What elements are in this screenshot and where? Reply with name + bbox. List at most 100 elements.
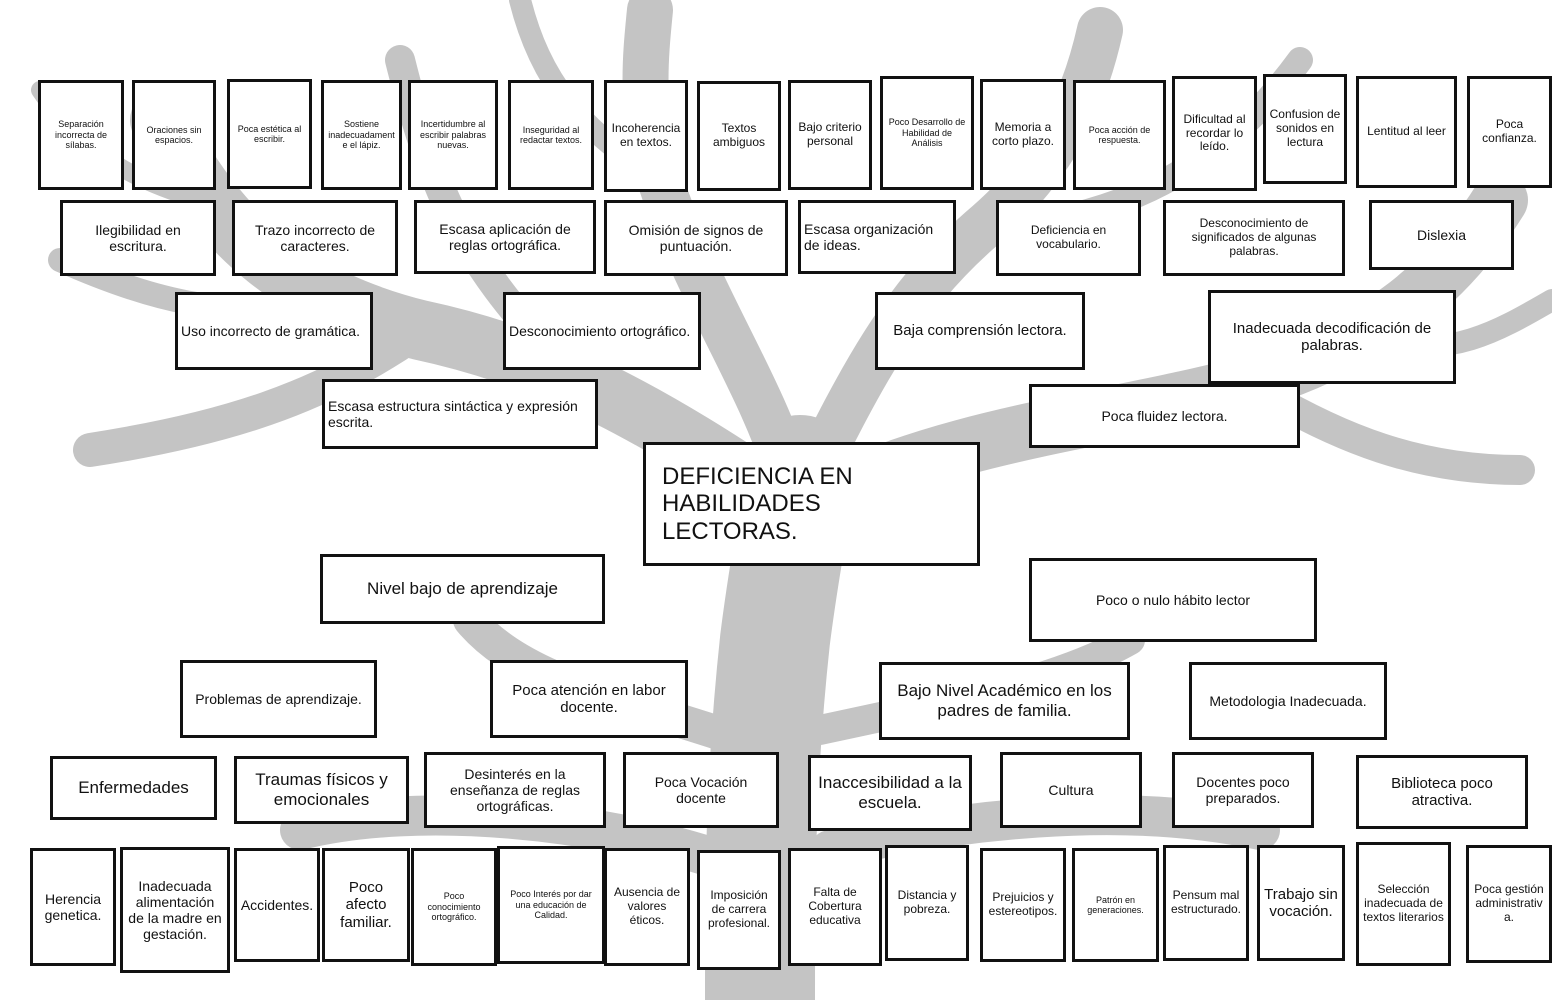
root-cause-label: Trabajo sin vocación. — [1264, 885, 1338, 920]
effect-box: Incertidumbre al escribir palabras nueva… — [408, 80, 498, 190]
cause-box: Inaccesibilidad a la escuela. — [808, 755, 972, 831]
effect-label: Bajo criterio personal — [798, 120, 862, 148]
cause-label: Poco o nulo hábito lector — [1095, 591, 1251, 608]
effect-label: Poca estética al escribir. — [237, 123, 302, 144]
cause-label: Poca atención en labor docente. — [512, 681, 666, 716]
effect-box: Baja comprensión lectora. — [875, 292, 1085, 370]
effect-label: Inseguridad al redactar textos. — [519, 124, 583, 145]
cause-label: Metodologia Inadecuada. — [1209, 692, 1367, 709]
effect-box: Escasa estructura sintáctica y expresión… — [322, 379, 598, 449]
root-cause-box: Patrón en generaciones. — [1072, 848, 1159, 962]
effect-label: Poca fluidez lectora. — [1101, 407, 1228, 424]
effect-label: Escasa organización de ideas. — [804, 220, 934, 253]
effect-label: Poca confianza. — [1482, 117, 1537, 145]
effect-label: Omisión de signos de puntuación. — [628, 221, 764, 254]
cause-label: Desinterés en la enseñanza de reglas ort… — [450, 765, 580, 815]
root-cause-label: Poco Interés por dar una educación de Ca… — [510, 889, 592, 921]
root-cause-box: Herencia genetica. — [30, 848, 116, 966]
root-cause-box: Accidentes. — [234, 848, 320, 962]
root-cause-label: Pensum mal estructurado. — [1170, 888, 1242, 916]
effect-box: Dislexia — [1369, 200, 1514, 270]
root-cause-label: Poco afecto familiar. — [340, 879, 392, 931]
effect-box: Deficiencia en vocabulario. — [996, 200, 1141, 276]
effect-box: Textos ambiguos — [697, 81, 781, 191]
cause-label: Inaccesibilidad a la escuela. — [818, 773, 962, 812]
root-cause-label: Accidentes. — [240, 896, 314, 913]
effect-label: Poca acción de respuesta. — [1088, 124, 1151, 145]
effect-box: Poca confianza. — [1467, 76, 1552, 188]
root-cause-label: Imposición de carrera profesional. — [707, 888, 771, 930]
effect-box: Poca fluidez lectora. — [1029, 384, 1300, 448]
effect-label: Escasa estructura sintáctica y expresión… — [328, 397, 578, 430]
effect-label: Escasa aplicación de reglas ortográfica. — [439, 220, 571, 253]
central-problem-label: DEFICIENCIA EN HABILIDADES LECTORAS. — [662, 462, 853, 545]
cause-box: Poco o nulo hábito lector — [1029, 558, 1317, 642]
effect-box: Ilegibilidad en escritura. — [60, 200, 216, 276]
effect-label: Desconocimiento ortográfico. — [509, 322, 691, 339]
effect-label: Dislexia — [1416, 226, 1466, 243]
cause-box: Bajo Nivel Académico en los padres de fa… — [879, 662, 1130, 740]
cause-box: Poca atención en labor docente. — [490, 660, 688, 738]
root-cause-box: Poca gestión administrativa. — [1466, 845, 1552, 963]
effect-label: Deficiencia en vocabulario. — [1030, 223, 1107, 251]
root-cause-box: Prejuicios y estereotipos. — [980, 848, 1066, 962]
effect-box: Escasa organización de ideas. — [798, 200, 956, 274]
effect-label: Incoherencia en textos. — [611, 121, 681, 149]
cause-box: Enfermedades — [50, 756, 217, 820]
cause-box: Poca Vocación docente — [623, 752, 779, 828]
cause-label: Biblioteca poco atractiva. — [1391, 774, 1493, 809]
root-cause-box: Inadecuada alimentación de la madre en g… — [120, 847, 230, 973]
cause-label: Nivel bajo de aprendizaje — [367, 579, 558, 599]
root-cause-box: Distancia y pobreza. — [885, 845, 969, 961]
effect-label: Oraciones sin espacios. — [146, 124, 202, 145]
cause-box: Docentes poco preparados. — [1172, 752, 1314, 828]
cause-box: Biblioteca poco atractiva. — [1356, 755, 1528, 829]
root-cause-label: Inadecuada alimentación de la madre en g… — [128, 877, 222, 943]
effect-box: Dificultad al recordar lo leído. — [1172, 76, 1257, 191]
effect-box: Oraciones sin espacios. — [132, 80, 216, 190]
effect-box: Poca acción de respuesta. — [1073, 80, 1166, 190]
root-cause-label: Herencia genetica. — [44, 890, 102, 923]
cause-label: Poca Vocación docente — [654, 773, 748, 806]
effect-box: Sostiene inadecuadamente el lápiz. — [321, 80, 402, 190]
root-cause-label: Ausencia de valores éticos. — [613, 885, 681, 927]
effect-label: Confusion de sonidos en lectura — [1269, 107, 1341, 149]
effect-box: Omisión de signos de puntuación. — [604, 200, 788, 276]
cause-box: Problemas de aprendizaje. — [180, 660, 377, 738]
effect-label: Desconocimiento de significados de algun… — [1191, 216, 1317, 258]
effect-label: Inadecuada decodificación de palabras. — [1232, 319, 1432, 354]
root-cause-box: Falta de Cobertura educativa — [788, 848, 882, 966]
effect-box: Confusion de sonidos en lectura — [1263, 74, 1347, 184]
effect-label: Poco Desarrollo de Habilidad de Análisis — [888, 117, 966, 149]
root-cause-box: Poco conocimiento ortográfico. — [411, 848, 497, 966]
cause-label: Docentes poco preparados. — [1196, 773, 1290, 806]
central-problem-box: DEFICIENCIA EN HABILIDADES LECTORAS. — [643, 442, 980, 566]
effect-label: Trazo incorrecto de caracteres. — [254, 221, 376, 254]
cause-box: Nivel bajo de aprendizaje — [320, 554, 605, 624]
cause-label: Enfermedades — [78, 778, 189, 798]
root-cause-box: Poco Interés por dar una educación de Ca… — [497, 846, 605, 964]
effect-box: Separación incorrecta de sílabas. — [38, 80, 124, 190]
cause-box: Traumas físicos y emocionales — [234, 756, 409, 824]
effect-box: Uso incorrecto de gramática. — [175, 292, 373, 370]
root-cause-label: Prejuicios y estereotipos. — [988, 890, 1058, 918]
root-cause-box: Poco afecto familiar. — [322, 848, 410, 962]
effect-box: Inadecuada decodificación de palabras. — [1208, 290, 1456, 384]
cause-box: Cultura — [1000, 752, 1142, 828]
effect-label: Sostiene inadecuadamente el lápiz. — [328, 119, 395, 151]
effect-label: Baja comprensión lectora. — [893, 322, 1067, 340]
cause-label: Bajo Nivel Académico en los padres de fa… — [897, 681, 1112, 720]
cause-box: Metodologia Inadecuada. — [1189, 662, 1387, 740]
root-cause-label: Poca gestión administrativa. — [1474, 882, 1544, 924]
root-cause-label: Selección inadecuada de textos literario… — [1363, 882, 1444, 924]
root-cause-box: Pensum mal estructurado. — [1163, 845, 1249, 961]
root-cause-label: Poco conocimiento ortográfico. — [427, 891, 481, 923]
root-cause-label: Patrón en generaciones. — [1087, 894, 1144, 915]
cause-label: Problemas de aprendizaje. — [195, 690, 362, 707]
effect-box: Bajo criterio personal — [788, 80, 872, 190]
root-cause-box: Selección inadecuada de textos literario… — [1356, 842, 1451, 966]
root-cause-box: Imposición de carrera profesional. — [697, 850, 781, 970]
effect-box: Desconocimiento de significados de algun… — [1163, 200, 1345, 276]
effect-box: Escasa aplicación de reglas ortográfica. — [414, 200, 596, 274]
effect-box: Inseguridad al redactar textos. — [508, 80, 594, 190]
